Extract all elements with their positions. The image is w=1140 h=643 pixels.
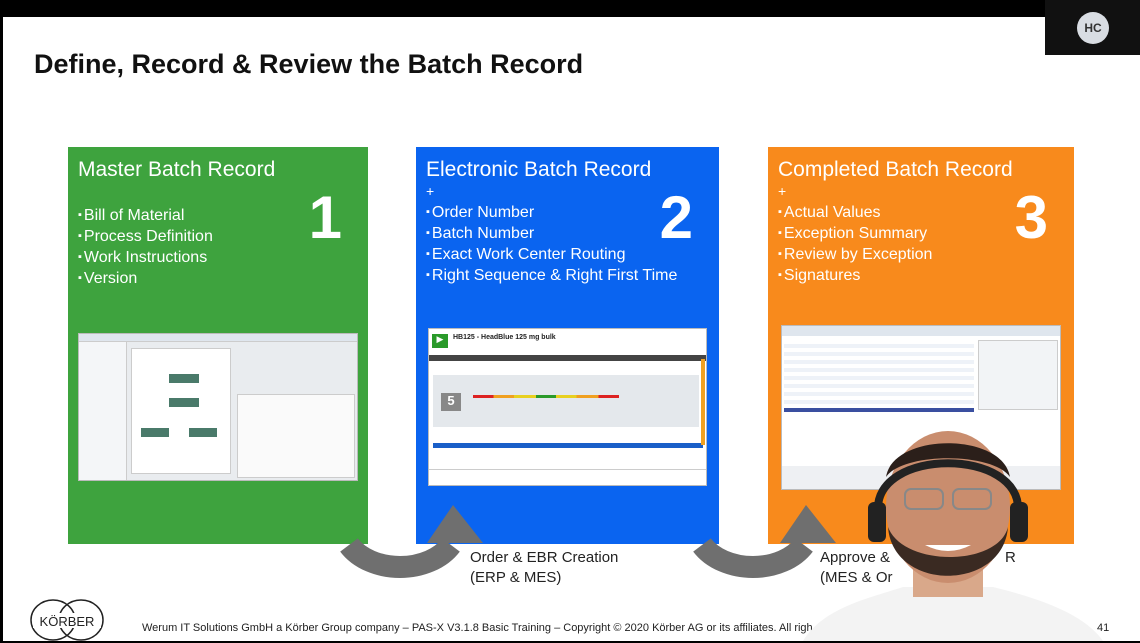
panel-master-batch-record: Master Batch Record 1 Bill of Material P… xyxy=(68,147,368,544)
caption-line: (MES & Or xyxy=(820,569,893,586)
play-icon: ▶ xyxy=(432,334,448,348)
bullet-list: Actual Values Exception Summary Review b… xyxy=(778,202,933,286)
plus-sign: + xyxy=(426,183,435,199)
bullet-item: Actual Values xyxy=(778,202,932,223)
panel-number: 3 xyxy=(1014,184,1048,251)
bullet-item: Order Number xyxy=(426,202,677,223)
panel-title: Master Batch Record xyxy=(78,158,276,181)
bullet-item: Work Instructions xyxy=(78,247,213,268)
caption-fragment: R xyxy=(1005,549,1016,566)
korber-logo: KÖRBER xyxy=(30,599,104,641)
panel-title: Completed Batch Record xyxy=(778,158,1013,181)
bullet-item: Bill of Material xyxy=(78,205,213,226)
slide-footer: Werum IT Solutions GmbH a Körber Group c… xyxy=(142,622,813,634)
bullet-list: Order Number Batch Number Exact Work Cen… xyxy=(426,202,677,286)
caption-approve: Approve & (MES & Or xyxy=(820,548,893,588)
curved-arrow-icon xyxy=(340,505,483,578)
slide-title: Define, Record & Review the Batch Record xyxy=(34,49,584,79)
bullet-item: Version xyxy=(78,268,213,289)
plus-sign: + xyxy=(778,183,787,199)
panel-electronic-batch-record: Electronic Batch Record + 2 Order Number… xyxy=(416,147,719,544)
caption-line: Approve & xyxy=(820,549,891,566)
ebr-screenshot-title: HB125 - HeadBlue 125 mg bulk xyxy=(453,334,556,341)
svg-text:KÖRBER: KÖRBER xyxy=(40,614,95,629)
presentation-slide: Define, Record & Review the Batch Record… xyxy=(3,17,1140,641)
bullet-item: Exact Work Center Routing xyxy=(426,244,677,265)
ebr-screenshot: ▶ HB125 - HeadBlue 125 mg bulk 5 xyxy=(428,328,707,486)
step-number: 5 xyxy=(441,393,461,411)
caption-line: Order & EBR Creation xyxy=(470,549,619,566)
panel-completed-batch-record: Completed Batch Record + 3 Actual Values… xyxy=(768,147,1074,544)
participant-tile[interactable]: HC xyxy=(1045,0,1140,55)
page-number: 41 xyxy=(1097,622,1110,634)
panel-title: Electronic Batch Record xyxy=(426,158,652,181)
caption-line: (ERP & MES) xyxy=(470,569,562,586)
panel-number: 1 xyxy=(308,184,342,251)
bullet-item: Exception Summary xyxy=(778,223,932,244)
bullet-item: Batch Number xyxy=(426,223,677,244)
bullet-item: Process Definition xyxy=(78,226,213,247)
bullet-item: Signatures xyxy=(778,265,932,286)
mbr-screenshot xyxy=(78,333,358,481)
bullet-item: Review by Exception xyxy=(778,244,933,265)
presenter-video xyxy=(803,431,1103,641)
caption-order-ebr-creation: Order & EBR Creation (ERP & MES) xyxy=(470,548,618,588)
bullet-item: Right Sequence & Right First Time xyxy=(426,265,677,286)
participant-avatar: HC xyxy=(1077,12,1109,44)
bullet-list: Bill of Material Process Definition Work… xyxy=(78,205,213,289)
curved-arrow-icon xyxy=(693,505,836,578)
